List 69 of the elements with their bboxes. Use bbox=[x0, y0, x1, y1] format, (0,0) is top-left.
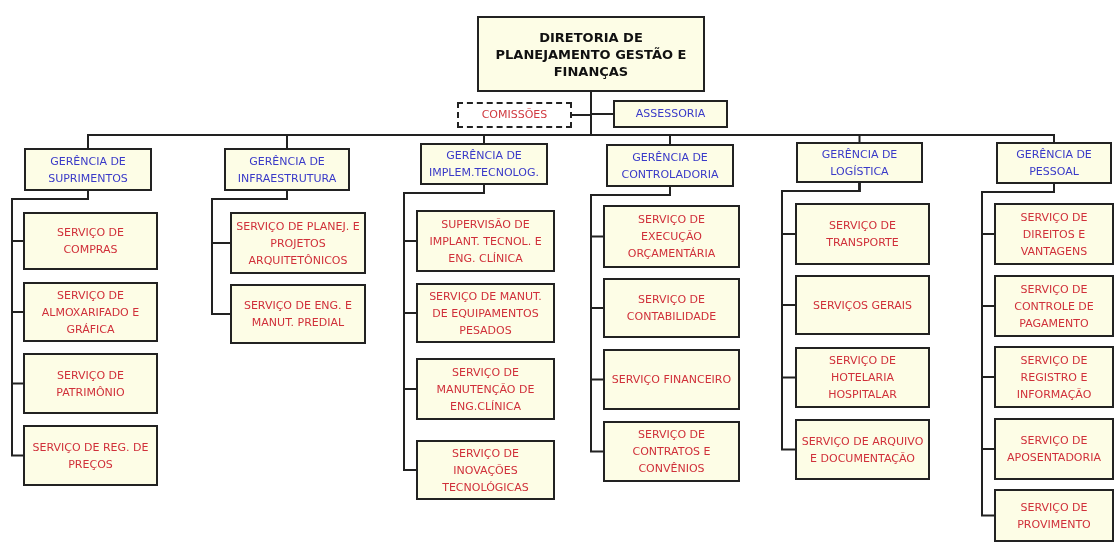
node-label: ASSESSORIA bbox=[635, 107, 706, 121]
node-label: GERÊNCIA DE SUPRIMENTOS bbox=[47, 153, 129, 187]
connector-line bbox=[590, 186, 671, 453]
node-label: GERÊNCIA DE PESSOAL bbox=[1015, 147, 1093, 180]
node-label: SERVIÇO DE PATRIMÔNIO bbox=[55, 367, 126, 401]
node-label: SERVIÇOS GERAIS bbox=[813, 297, 912, 314]
service-box bbox=[795, 275, 930, 335]
service-box bbox=[994, 346, 1114, 408]
node-label: SERVIÇO DE APOSENTADORIA bbox=[1006, 433, 1102, 466]
node-label: SERVIÇO DE CONTRATOS E CONVÊNIOS bbox=[631, 427, 712, 477]
management-box bbox=[796, 142, 923, 183]
service-box bbox=[230, 284, 366, 344]
service-box bbox=[795, 347, 930, 408]
connector-line bbox=[11, 190, 89, 457]
service-box bbox=[603, 349, 740, 410]
service-box bbox=[23, 353, 158, 414]
service-box bbox=[603, 205, 740, 268]
node-label: SERVIÇO DE REG. DE PREÇOS bbox=[31, 439, 150, 473]
node-label: DIRETORIA DE PLANEJAMENTO GESTÃO E FINANÇAS bbox=[494, 28, 688, 80]
management-box bbox=[606, 144, 734, 187]
node-label: SERVIÇO FINANCEIRO bbox=[611, 372, 732, 388]
service-box bbox=[416, 358, 555, 420]
commission-box bbox=[457, 102, 572, 128]
management-box bbox=[224, 148, 350, 191]
management-box bbox=[420, 143, 548, 185]
connector-line bbox=[403, 184, 485, 471]
node-label: SERVIÇO DE DIREITOS E VANTAGENS bbox=[1019, 209, 1089, 260]
service-box bbox=[416, 283, 555, 343]
management-box bbox=[24, 148, 152, 191]
node-label: SERVIÇO DE MANUTENÇÃO DE ENG.CLÍNICA bbox=[435, 364, 536, 415]
node-label: SUPERVISÃO DE IMPLANT. TECNOL. E ENG. CLÍNICA bbox=[428, 216, 543, 267]
node-label: SERVIÇO DE ARQUIVO E DOCUMENTAÇÃO bbox=[801, 433, 924, 467]
advisory-box bbox=[613, 100, 728, 128]
node-label: SERVIÇO DE COMPRAS bbox=[56, 225, 125, 258]
node-label: GERÊNCIA DE INFRAESTRUTURA bbox=[236, 153, 338, 187]
node-label: GERÊNCIA DE CONTROLADORIA bbox=[620, 149, 720, 183]
service-box bbox=[230, 212, 366, 274]
service-box bbox=[603, 421, 740, 482]
node-label: SERVIÇO DE EXECUÇÃO ORÇAMENTÁRIA bbox=[626, 212, 717, 262]
node-label: SERVIÇO DE TRANSPORTE bbox=[825, 218, 900, 251]
service-box bbox=[994, 489, 1114, 542]
node-label: SERVIÇO DE REGISTRO E INFORMAÇÃO bbox=[1015, 352, 1093, 403]
connector-line bbox=[211, 190, 288, 315]
service-box bbox=[795, 203, 930, 265]
service-box bbox=[23, 425, 158, 486]
node-label: SERVIÇO DE PLANEJ. E PROJETOS ARQUITETÔNICOS bbox=[236, 218, 360, 269]
node-label: SERVIÇO DE ENG. E MANUT. PREDIAL bbox=[242, 298, 354, 331]
service-box bbox=[23, 282, 158, 342]
node-label: COMISSÕES bbox=[481, 108, 548, 122]
service-box bbox=[23, 212, 158, 270]
service-box bbox=[416, 440, 555, 500]
connector-line bbox=[781, 182, 861, 451]
directorate-box bbox=[477, 16, 705, 92]
service-box bbox=[795, 419, 930, 480]
service-box bbox=[994, 203, 1114, 265]
node-label: SERVIÇO DE CONTABILIDADE bbox=[625, 292, 718, 325]
node-label: SERVIÇO DE MANUT. DE EQUIPAMENTOS PESADOS bbox=[428, 288, 543, 339]
management-box bbox=[996, 142, 1112, 184]
node-label: SERVIÇO DE HOTELARIA HOSPITALAR bbox=[827, 353, 898, 403]
node-label: GERÊNCIA DE LOGÍSTICA bbox=[820, 146, 899, 180]
service-box bbox=[603, 278, 740, 338]
service-box bbox=[416, 210, 555, 272]
node-label: GERÊNCIA DE IMPLEM.TECNOLOG. bbox=[427, 148, 541, 181]
node-label: SERVIÇO DE INOVAÇÕES TECNOLÓGICAS bbox=[441, 445, 530, 496]
node-label: SERVIÇO DE PROVIMENTO bbox=[1016, 499, 1092, 533]
node-label: SERVIÇO DE ALMOXARIFADO E GRÁFICA bbox=[40, 287, 141, 338]
service-box bbox=[994, 275, 1114, 337]
service-box bbox=[994, 418, 1114, 480]
node-label: SERVIÇO DE CONTROLE DE PAGAMENTO bbox=[1013, 281, 1095, 332]
